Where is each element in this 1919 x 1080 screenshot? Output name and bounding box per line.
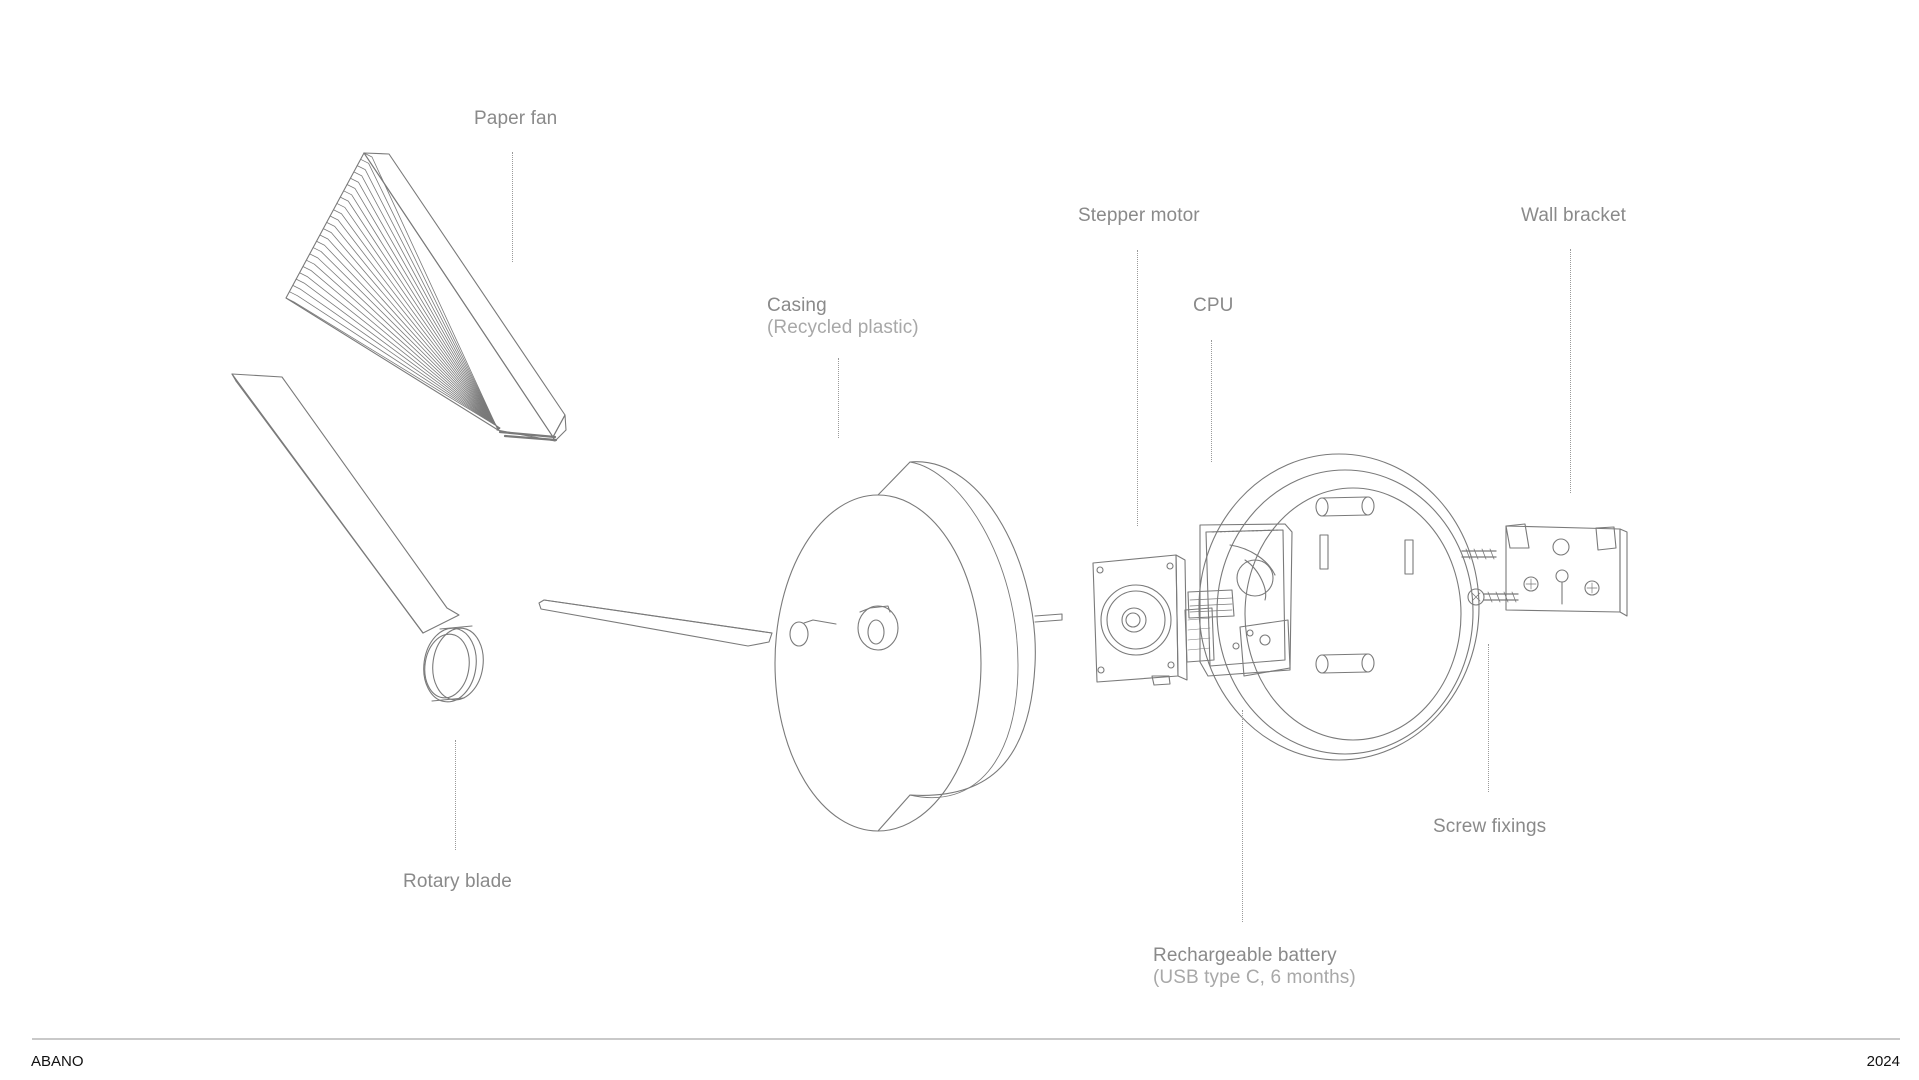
cpu-label: CPU (1193, 295, 1233, 317)
fan-pleat (312, 247, 500, 430)
wall-bracket-label-text: Wall bracket (1521, 205, 1627, 226)
stepper-motor-label: Stepper motor (1078, 205, 1200, 227)
cpu-board-illustration (1184, 523, 1293, 677)
battery-note-text: (USB type C, 6 months) (1153, 967, 1356, 988)
fan-pleat (339, 196, 500, 430)
fan-pleat (309, 253, 500, 430)
fan-outline (285, 152, 499, 431)
casing-illustration (774, 461, 1063, 832)
screw-fixings-leader (1488, 644, 1489, 792)
fan-pleat (350, 177, 499, 431)
fan-pleat (319, 234, 500, 430)
fan-pleat (322, 228, 500, 430)
rotary-blade-label: Rotary blade (403, 871, 512, 893)
battery-leader (1242, 710, 1243, 922)
cpu-leader (1211, 340, 1212, 462)
fan-pleat (288, 291, 501, 429)
casing-note-text: (Recycled plastic) (767, 317, 919, 338)
fan-pleat (299, 272, 501, 429)
fan-pleat (295, 278, 501, 429)
rotary-blade-leader (455, 740, 456, 850)
stepper-motor-illustration (1092, 554, 1188, 686)
rotary-blade-label-text: Rotary blade (403, 871, 512, 892)
fan-pleat (346, 184, 499, 430)
fan-pleat (326, 221, 500, 430)
fan-pleat (305, 259, 500, 429)
fan-pleat (360, 158, 499, 431)
footer-brand: ABANO (31, 1053, 84, 1070)
casing-label: Casing (Recycled plastic) (767, 295, 919, 339)
paper-fan-illustration (285, 152, 567, 442)
fan-pleat (329, 215, 500, 430)
wall-bracket-label: Wall bracket (1521, 205, 1626, 227)
cpu-label-text: CPU (1193, 295, 1234, 316)
paper-fan-label-text: Paper fan (474, 108, 558, 129)
stepper-motor-leader (1137, 250, 1138, 526)
fan-pleat (292, 284, 501, 429)
back-housing-illustration (1198, 453, 1519, 761)
fan-pleat (363, 152, 499, 431)
battery-label-text: Rechargeable battery (1153, 945, 1337, 966)
rotary-blade-illustration (231, 373, 484, 703)
casing-leader (838, 358, 839, 438)
casing-label-text: Casing (767, 295, 827, 316)
screw-fixings-label-text: Screw fixings (1433, 816, 1547, 837)
footer-divider (32, 1038, 1900, 1040)
fan-pleat (343, 190, 499, 430)
fan-pleat (353, 171, 499, 431)
fan-pleat (356, 165, 499, 431)
battery-label: Rechargeable battery (USB type C, 6 mont… (1153, 945, 1356, 989)
fan-pleat (333, 209, 500, 430)
wall-bracket-leader (1570, 249, 1571, 493)
stepper-motor-label-text: Stepper motor (1078, 205, 1200, 226)
paper-fan-label: Paper fan (474, 108, 557, 130)
screw-fixings-label: Screw fixings (1433, 816, 1546, 838)
fan-pleat (336, 203, 500, 430)
fan-pleat (316, 240, 500, 430)
wall-bracket-illustration (1505, 523, 1628, 617)
shaft-illustration (538, 599, 773, 647)
footer-year: 2024 (1866, 1053, 1900, 1070)
fan-pleat (302, 266, 500, 429)
paper-fan-leader (512, 152, 513, 262)
